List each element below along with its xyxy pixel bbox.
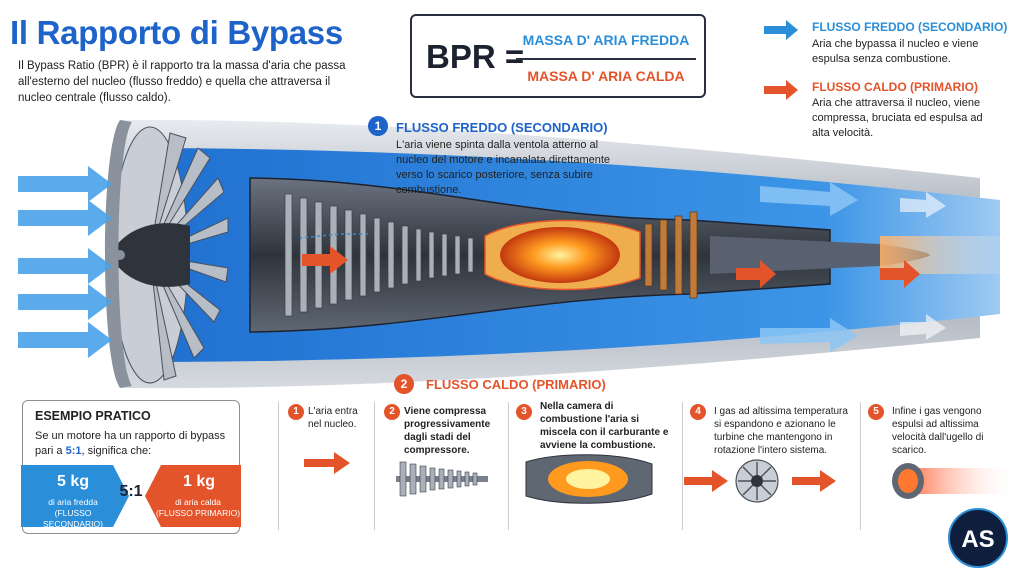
hot-mass-label-line2: (FLUSSO PRIMARIO) <box>155 508 241 518</box>
hot-flow-arrow-icon <box>764 80 798 100</box>
intro-text: Il Bypass Ratio (BPR) è il rapporto tra … <box>18 60 346 104</box>
cold-mass-label-line2: (FLUSSO SECONDARIO) <box>43 508 103 529</box>
steps-divider <box>374 402 375 530</box>
exhaust-nozzle-icon <box>892 463 1016 499</box>
step-3-number: 3 <box>516 404 532 420</box>
steps-divider <box>508 402 509 530</box>
cold-mass-value: 5 kg <box>56 473 89 490</box>
step-1-text: L'aria entra nel nucleo. <box>308 406 358 430</box>
step-3-text: Nella camera di combustione l'aria si mi… <box>540 401 669 451</box>
example-desc-prefix: Se un motore ha un rapporto di bypass pa… <box>35 430 226 457</box>
formula-numerator: MASSA D' ARIA FREDDA <box>522 32 690 48</box>
brand-logo: AS <box>948 508 1008 568</box>
cold-mass-label: di aria fredda(FLUSSO SECONDARIO) <box>27 497 119 530</box>
example-desc-ratio: 5:1 <box>65 445 82 457</box>
callout-cold-title: FLUSSO FREDDO (SECONDARIO) <box>396 120 608 135</box>
callout-cold-number: 1 <box>368 116 388 136</box>
step-4-text: I gas ad altissima temperatura si espand… <box>714 406 848 456</box>
hot-mass-value: 1 kg <box>182 473 215 490</box>
step-4-arrow-in-icon <box>684 470 728 492</box>
step-5-number: 5 <box>868 404 884 420</box>
step-4-number: 4 <box>690 404 706 420</box>
legend-hot-title: FLUSSO CALDO (PRIMARIO) <box>812 80 978 94</box>
callout-hot-title: FLUSSO CALDO (PRIMARIO) <box>426 377 606 392</box>
legend-cold-desc: Aria che bypassa il nucleo e viene espul… <box>812 38 979 65</box>
step-1-number: 1 <box>288 404 304 420</box>
legend-hot-desc: Aria che attraversa il nucleo, viene com… <box>812 97 983 139</box>
cold-mass-label-line1: di aria fredda <box>48 497 98 507</box>
callout-cold-desc: L'aria viene spinta dalla ventola attern… <box>396 139 611 196</box>
cold-mass-badge <box>21 465 129 527</box>
steps-divider <box>682 402 683 530</box>
steps-divider <box>278 402 279 530</box>
combustion-chamber-icon <box>525 454 653 504</box>
hot-mass-badge <box>145 465 241 527</box>
step-2-number: 2 <box>384 404 400 420</box>
bpr-formula-box: BPR = MASSA D' ARIA FREDDA MASSA D' ARIA… <box>410 14 706 98</box>
example-desc-suffix: , significa che: <box>81 445 152 457</box>
example-title: ESEMPIO PRATICO <box>35 409 151 423</box>
example-desc: Se un motore ha un rapporto di bypass pa… <box>35 429 235 459</box>
logo-text: AS <box>961 526 994 553</box>
page-title: Il Rapporto di Bypass <box>10 14 343 51</box>
turbine-wheel-icon <box>735 459 779 503</box>
example-ratio: 5:1 <box>119 483 143 500</box>
compressor-icon <box>396 461 488 497</box>
step-1-arrow-icon <box>304 452 350 474</box>
cold-flow-arrow-icon <box>764 20 798 40</box>
example-box: ESEMPIO PRATICO Se un motore ha un rappo… <box>21 400 241 534</box>
callout-hot-number: 2 <box>394 374 414 394</box>
formula-lhs: BPR = <box>426 38 525 75</box>
step-2-text: Viene compressa progressivamente dagli s… <box>404 406 491 456</box>
step-5-text: Infine i gas vengono espulsi ad altissim… <box>892 406 984 456</box>
steps-divider <box>860 402 861 530</box>
formula-fraction-bar <box>516 58 696 60</box>
hot-mass-label-line1: di aria calda <box>175 497 221 507</box>
legend-cold-title: FLUSSO FREDDO (SECONDARIO) <box>812 20 1008 34</box>
step-4-arrow-out-icon <box>792 470 836 492</box>
turbofan-engine-illustration <box>18 119 1020 389</box>
hot-mass-label: di aria calda(FLUSSO PRIMARIO) <box>155 497 241 519</box>
formula-denominator: MASSA D' ARIA CALDA <box>527 68 685 84</box>
